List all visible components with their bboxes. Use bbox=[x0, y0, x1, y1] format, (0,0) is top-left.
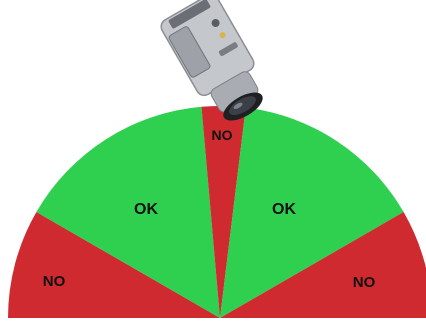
label-center-no: NO bbox=[212, 127, 233, 143]
label-left-ok: OK bbox=[134, 201, 158, 218]
label-right-no: NO bbox=[353, 274, 376, 291]
label-left-no: NO bbox=[43, 273, 66, 290]
label-right-ok: OK bbox=[272, 201, 296, 218]
